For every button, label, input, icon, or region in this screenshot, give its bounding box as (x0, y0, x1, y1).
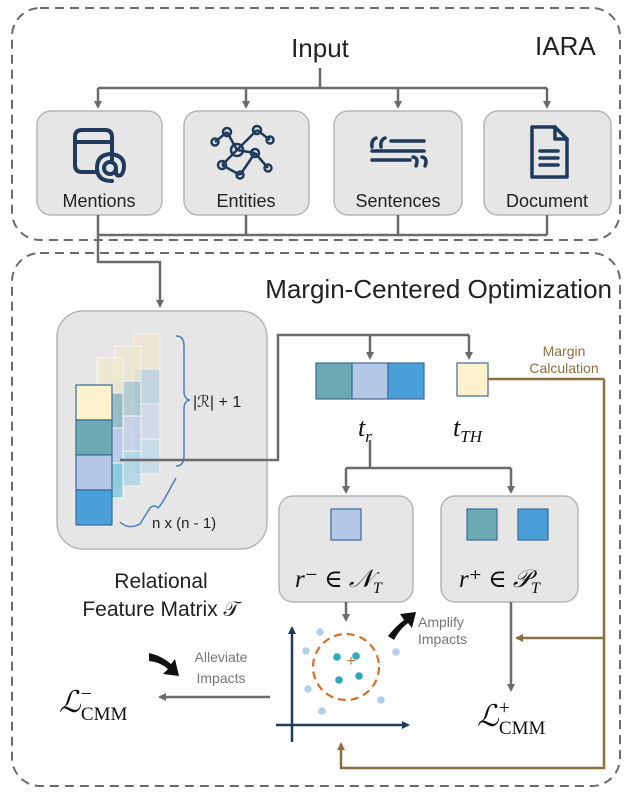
input-label-entities: Entities (216, 191, 275, 211)
alleviate-line2: Impacts (196, 670, 245, 686)
positive-set-label: r⁺ ∈ 𝒫T (459, 566, 541, 597)
relational-feature-matrix: |ℛ| + 1 n x (n - 1) (56, 310, 268, 550)
input-merge-lines (96, 215, 549, 308)
input-box-mentions: Mentions (36, 110, 163, 216)
iara-label: IARA (535, 31, 596, 61)
matrix-dim-relations: |ℛ| + 1 (193, 394, 241, 411)
t-r-vector (315, 362, 425, 400)
optimization-title: Margin-Centered Optimization (265, 274, 612, 304)
t-th-cell (456, 362, 489, 397)
t-th-label: tTH (453, 413, 484, 446)
input-box-document: Document (483, 110, 612, 216)
optimization-panel (11, 252, 621, 787)
input-label-sentences: Sentences (355, 191, 440, 211)
matrix-caption-line1: Relational (114, 570, 207, 593)
negative-set-label: r⁻ ∈ 𝒩T (295, 566, 383, 597)
amplify-line2: Impacts (418, 631, 467, 647)
input-box-entities: Entities (183, 110, 310, 216)
matrix-to-threshold-arrows (120, 333, 473, 462)
input-label-mentions: Mentions (62, 191, 135, 211)
amplify-arrow-icon (388, 612, 416, 640)
t-r-split-arrows (342, 440, 515, 494)
alleviate-arrow-icon (149, 653, 179, 676)
amplify-line1: Amplify (418, 614, 464, 630)
positive-set-box: r⁺ ∈ 𝒫T (440, 495, 579, 603)
network-graph-icon (210, 124, 275, 180)
margin-scatter-plot: + (276, 626, 410, 742)
plot-center-symbol: + (346, 653, 355, 670)
loss-negative: ℒ−CMM (59, 683, 127, 725)
margin-calc-line1: Margin (543, 343, 586, 359)
loss-positive: ℒ+CMM (477, 697, 545, 739)
alleviate-line1: Alleviate (195, 649, 248, 665)
margin-calc-line2: Calculation (529, 360, 598, 376)
iara-panel (11, 7, 621, 241)
mention-calendar-icon (73, 128, 127, 183)
input-label: Input (291, 33, 350, 63)
margin-feedback-lines (337, 377, 606, 770)
t-r-label: tr (358, 413, 372, 446)
quote-lines-icon (370, 136, 428, 168)
set-down-arrows (342, 602, 515, 692)
input-fanout-arrows (94, 68, 551, 109)
input-label-document: Document (506, 191, 588, 211)
negative-set-box: r⁻ ∈ 𝒩T (278, 495, 414, 603)
matrix-dim-pairs: n x (n - 1) (152, 515, 216, 532)
input-box-sentences: Sentences (333, 110, 463, 216)
matrix-caption-line2: Feature Matrix 𝒯 (82, 598, 242, 621)
document-icon (530, 125, 569, 179)
